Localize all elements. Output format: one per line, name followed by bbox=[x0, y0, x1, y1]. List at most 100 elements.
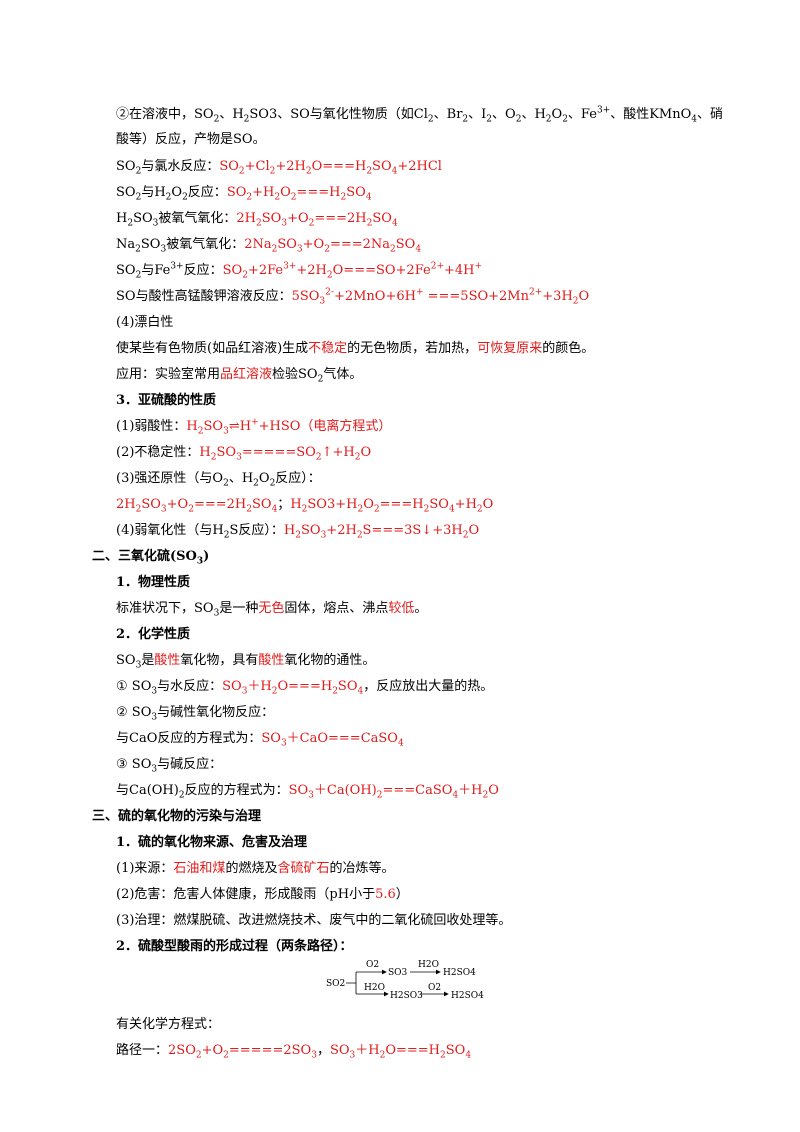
text-segment: ， bbox=[316, 1043, 330, 1058]
text-segment: +2H bbox=[296, 263, 327, 278]
text-line-32: (3)治理：燃煤脱硫、改进燃烧技术、废气中的二氧化硫回收处理等。 bbox=[116, 912, 800, 930]
text-segment: 使某些有色物质(如品红溶液)生成 bbox=[116, 341, 309, 356]
text-segment: 5SO bbox=[291, 289, 320, 304]
text-segment: 2 bbox=[572, 296, 579, 307]
text-segment: 2 bbox=[135, 270, 142, 281]
text-segment: 。 bbox=[414, 601, 428, 616]
text-segment: 2 bbox=[354, 452, 361, 463]
text-line-34: 有关化学方程式： bbox=[116, 1016, 800, 1034]
text-segment: +Cl bbox=[244, 159, 270, 174]
text-segment: 2 bbox=[562, 114, 568, 125]
text-segment: SO bbox=[429, 497, 449, 512]
text-segment: 品红溶液 bbox=[220, 367, 273, 382]
text-segment: SO bbox=[372, 159, 392, 174]
text-segment: 2 bbox=[213, 114, 220, 125]
subheading-chemical: 2．化学性质 bbox=[116, 626, 800, 644]
text-segment: SO bbox=[346, 185, 366, 200]
text-segment: SO bbox=[141, 497, 161, 512]
text-segment: O===H bbox=[385, 1043, 441, 1058]
text-segment: +2H bbox=[275, 159, 306, 174]
text-segment: 酸等）反应，产物是SO。 bbox=[116, 132, 266, 147]
text-segment: 较低 bbox=[388, 601, 415, 616]
text-segment: H bbox=[186, 419, 198, 434]
text-segment: 反应的方程式为： bbox=[184, 783, 289, 798]
path1-mid: SO3 bbox=[388, 968, 408, 978]
text-segment: 、Br bbox=[433, 107, 463, 122]
text-segment: 与H bbox=[141, 185, 166, 200]
text-segment: 2SO bbox=[168, 1043, 196, 1058]
text-segment: 3 bbox=[151, 686, 158, 697]
text-segment: 4 bbox=[452, 790, 459, 801]
text-segment: SO bbox=[116, 263, 136, 278]
text-segment: SO bbox=[116, 185, 136, 200]
text-segment: SO bbox=[261, 211, 282, 226]
text-segment: 2 bbox=[440, 1050, 446, 1061]
text-segment: SO bbox=[445, 1043, 466, 1058]
text-segment: ===H bbox=[379, 497, 424, 512]
section-heading-pollution: 三、硫的氧化物的污染与治理 bbox=[92, 808, 800, 826]
text-segment: (1)来源： bbox=[116, 861, 174, 876]
text-segment: 2 bbox=[256, 218, 262, 229]
text-segment: ②在溶液中，SO bbox=[116, 107, 214, 122]
text-segment: 3 bbox=[319, 296, 326, 307]
text-segment: 3 bbox=[280, 738, 287, 749]
text-segment: 2 bbox=[223, 1050, 229, 1061]
text-segment: 2 bbox=[315, 452, 322, 463]
text-segment: 2 bbox=[271, 244, 278, 255]
text-segment: 标准状况下，SO bbox=[116, 601, 214, 616]
text-segment: O bbox=[363, 497, 374, 512]
text-segment: 2 bbox=[178, 790, 185, 801]
text-segment: =====SO bbox=[241, 445, 316, 460]
text-segment: O bbox=[468, 523, 480, 538]
text-segment: SO bbox=[116, 653, 136, 668]
text-segment: +2MnO+6H bbox=[333, 289, 416, 304]
text-segment: 2 bbox=[135, 192, 142, 203]
text-segment: 与碱反应： bbox=[157, 757, 223, 772]
text-segment: 4 bbox=[391, 166, 398, 177]
subheading-physical: 1．物理性质 bbox=[116, 574, 800, 592]
text-segment: 2H bbox=[116, 497, 136, 512]
text-segment: 2 bbox=[462, 530, 469, 541]
text-segment: 4 bbox=[391, 218, 398, 229]
text-segment: 反应： bbox=[183, 263, 223, 278]
text-segment: 2 bbox=[340, 192, 347, 203]
text-segment: SO bbox=[116, 159, 136, 174]
text-segment: 2 bbox=[376, 790, 383, 801]
text-segment: 3 bbox=[311, 1050, 317, 1061]
text-segment: +O bbox=[201, 1043, 224, 1058]
text-segment: Na bbox=[116, 237, 136, 252]
text-segment: 3 bbox=[160, 244, 167, 255]
text-segment: 2 bbox=[332, 686, 338, 697]
text-segment: 含硫矿石 bbox=[277, 861, 330, 876]
text-segment: +H bbox=[454, 497, 477, 512]
path2-end: H2SO4 bbox=[451, 991, 484, 1001]
text-segment: 是一种 bbox=[219, 601, 259, 616]
text-segment: 2 bbox=[269, 478, 276, 489]
text-segment: 2 bbox=[482, 790, 489, 801]
text-segment: SO bbox=[251, 497, 272, 512]
text-segment: 氧化物，具有 bbox=[180, 653, 259, 668]
text-segment: 3．亚硫酸的性质 bbox=[116, 393, 217, 408]
text-segment: ，反应放出大量的热。 bbox=[363, 679, 494, 694]
text-line-10: 使某些有色物质(如品红溶液)生成不稳定的无色物质，若加热，可恢复原来的颜色。 bbox=[116, 340, 800, 358]
text-segment: 2 bbox=[427, 114, 434, 125]
text-segment: SO bbox=[203, 419, 224, 434]
text-segment: +2Fe bbox=[247, 263, 284, 278]
subheading-sources: 1．硫的氧化物来源、危害及治理 bbox=[116, 834, 800, 852]
text-segment: 气体。 bbox=[323, 367, 363, 382]
text-segment: SO bbox=[216, 445, 237, 460]
text-segment: ) bbox=[203, 549, 210, 564]
text-segment: H bbox=[283, 523, 296, 538]
path2-reagent2: O2 bbox=[428, 983, 441, 993]
text-segment: 3+ bbox=[170, 261, 184, 272]
text-segment: ===2Na bbox=[329, 237, 391, 252]
text-segment: H bbox=[239, 419, 252, 434]
text-segment: 2 bbox=[135, 166, 142, 177]
text-segment: 3 bbox=[151, 712, 158, 723]
text-segment: O bbox=[280, 185, 291, 200]
text-segment: 被氧气氧化： bbox=[166, 237, 245, 252]
text-segment: SO3、SO与氧化性物质（如Cl bbox=[249, 107, 428, 122]
text-segment: (4)漂白性 bbox=[116, 315, 174, 330]
text-segment: 2 bbox=[301, 504, 308, 515]
text-segment: O bbox=[482, 497, 494, 512]
